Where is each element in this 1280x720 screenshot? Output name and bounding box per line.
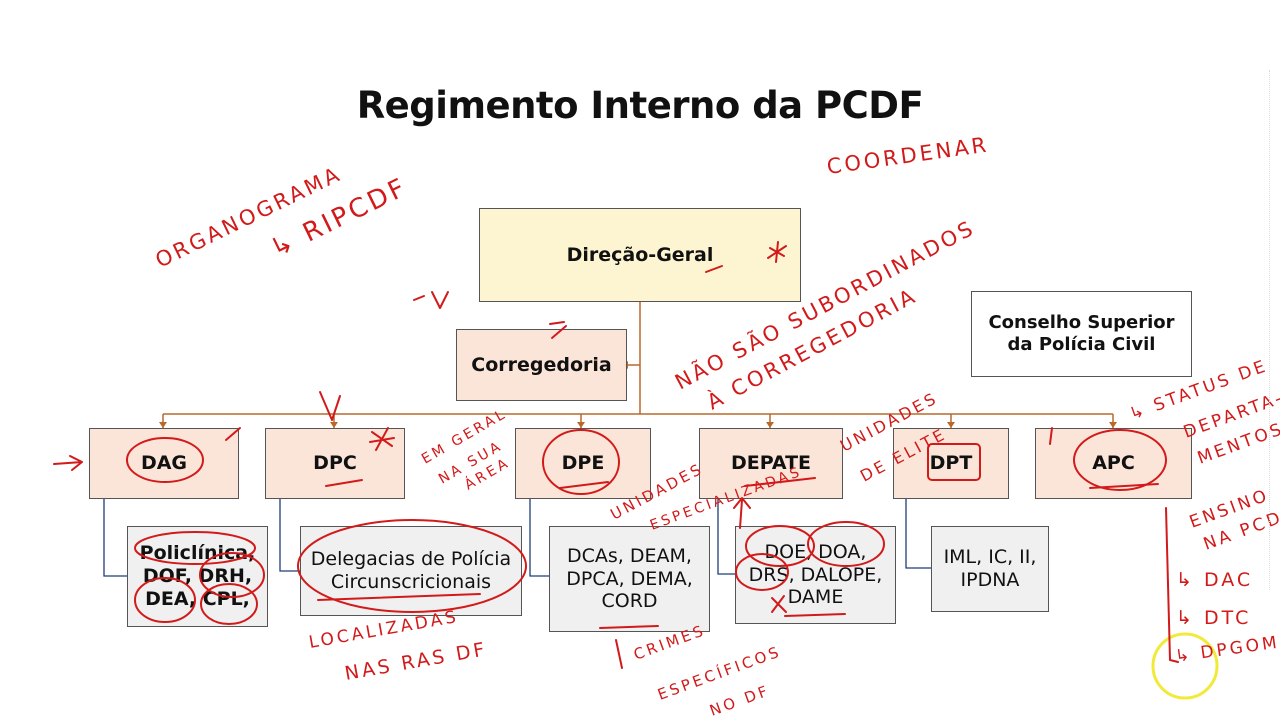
node-label-line: IML, IC, II, [943,546,1037,569]
underline-mark [325,479,363,487]
arrow-mark [615,639,623,669]
arrow-mark [53,455,83,471]
node-label-line: Circunscricionais [330,571,492,593]
circle-mark [735,553,789,591]
underline-mark [705,265,723,273]
star-mark [771,595,787,613]
underline-mark [744,477,816,487]
circle-mark [126,437,204,483]
circle-mark [542,429,620,495]
underline-mark [317,593,481,601]
node-conselho-superior: Conselho Superior da Polícia Civil [971,291,1192,377]
node-label: DPC [313,452,357,475]
tick-mark [549,321,567,339]
node-label-line: Conselho Superior [988,312,1175,334]
node-depate: DEPATE [699,428,843,499]
node-label: DEPATE [730,452,812,475]
node-label: DPT [929,452,973,475]
node-dag: DAG [89,428,239,499]
underline-mark [1089,483,1159,489]
node-sub-dpe: DCAs, DEAM, DPCA, DEMA, CORD [549,526,710,632]
node-label-line: CORD [601,590,658,613]
note-coordenar: COORDENAR [825,132,990,179]
node-label-line: DEA, CPL, [145,587,250,610]
underline-mark [559,481,609,489]
node-label-line: DOE, DOA, [764,540,867,563]
circle-mark [745,525,815,567]
tick-mark [413,291,449,309]
node-sub-dag: Policlínica, DOF, DRH, DEA, CPL, [127,526,268,627]
cursor-highlight [1151,632,1219,700]
node-sub-dpt: IML, IC, II, IPDNA [931,526,1049,612]
node-corregedoria: Corregedoria [456,329,627,401]
arrow-mark [319,391,341,421]
node-label-line: DRS, DALOPE, [748,563,883,586]
circle-mark [200,583,258,625]
tick-mark [225,427,241,441]
page-edge-marks [1269,70,1280,590]
node-label-line: IPDNA [960,569,1020,591]
box-mark [927,443,981,481]
node-label: Corregedoria [471,353,612,376]
node-label-line: da Polícia Civil [1007,334,1156,355]
page-title: Regimento Interno da PCDF [356,84,924,127]
node-label-line: DOF, DRH, [142,565,253,588]
circle-mark [199,552,265,598]
node-dpt: DPT [893,428,1009,499]
node-sub-depate: DOE, DOA, DRS, DALOPE, DAME [735,526,896,624]
circle-mark [1073,429,1167,491]
arrow-mark [733,497,751,529]
node-label-line: DCAs, DEAM, [567,544,692,567]
underline-mark [784,613,846,617]
star-mark [369,427,395,451]
node-label-line: DPCA, DEMA, [566,567,693,590]
note-nao-sao-1: NÃO SÃO SUBORDINADOS [670,214,979,395]
node-label: DPE [561,452,605,475]
circle-mark [297,519,527,613]
circle-mark [134,531,256,565]
note-localizadas: NAS RAS DF [343,638,489,685]
star-mark [767,241,787,263]
tick-mark [1049,427,1053,445]
node-label-line: Delegacias de Polícia [310,548,512,571]
node-dpe: DPE [515,428,651,499]
bracket-line [1165,507,1179,663]
node-label-line: Policlínica, [139,542,256,565]
note-apc-list: ↳ DTC [1176,607,1251,629]
node-label: Direção-Geral [566,243,714,266]
note-apc-list: ↳ DAC [1176,569,1253,591]
node-label-line: DAME [787,586,844,609]
node-label: APC [1092,452,1135,475]
note-apc-list: ↳ DPGOM [1174,633,1280,667]
underline-mark [599,625,659,629]
circle-mark [807,521,885,567]
note-crimes: NO DF [707,681,772,719]
circle-mark [134,577,196,623]
node-direcao-geral: Direção-Geral [479,208,801,302]
node-label: DAG [140,452,188,475]
